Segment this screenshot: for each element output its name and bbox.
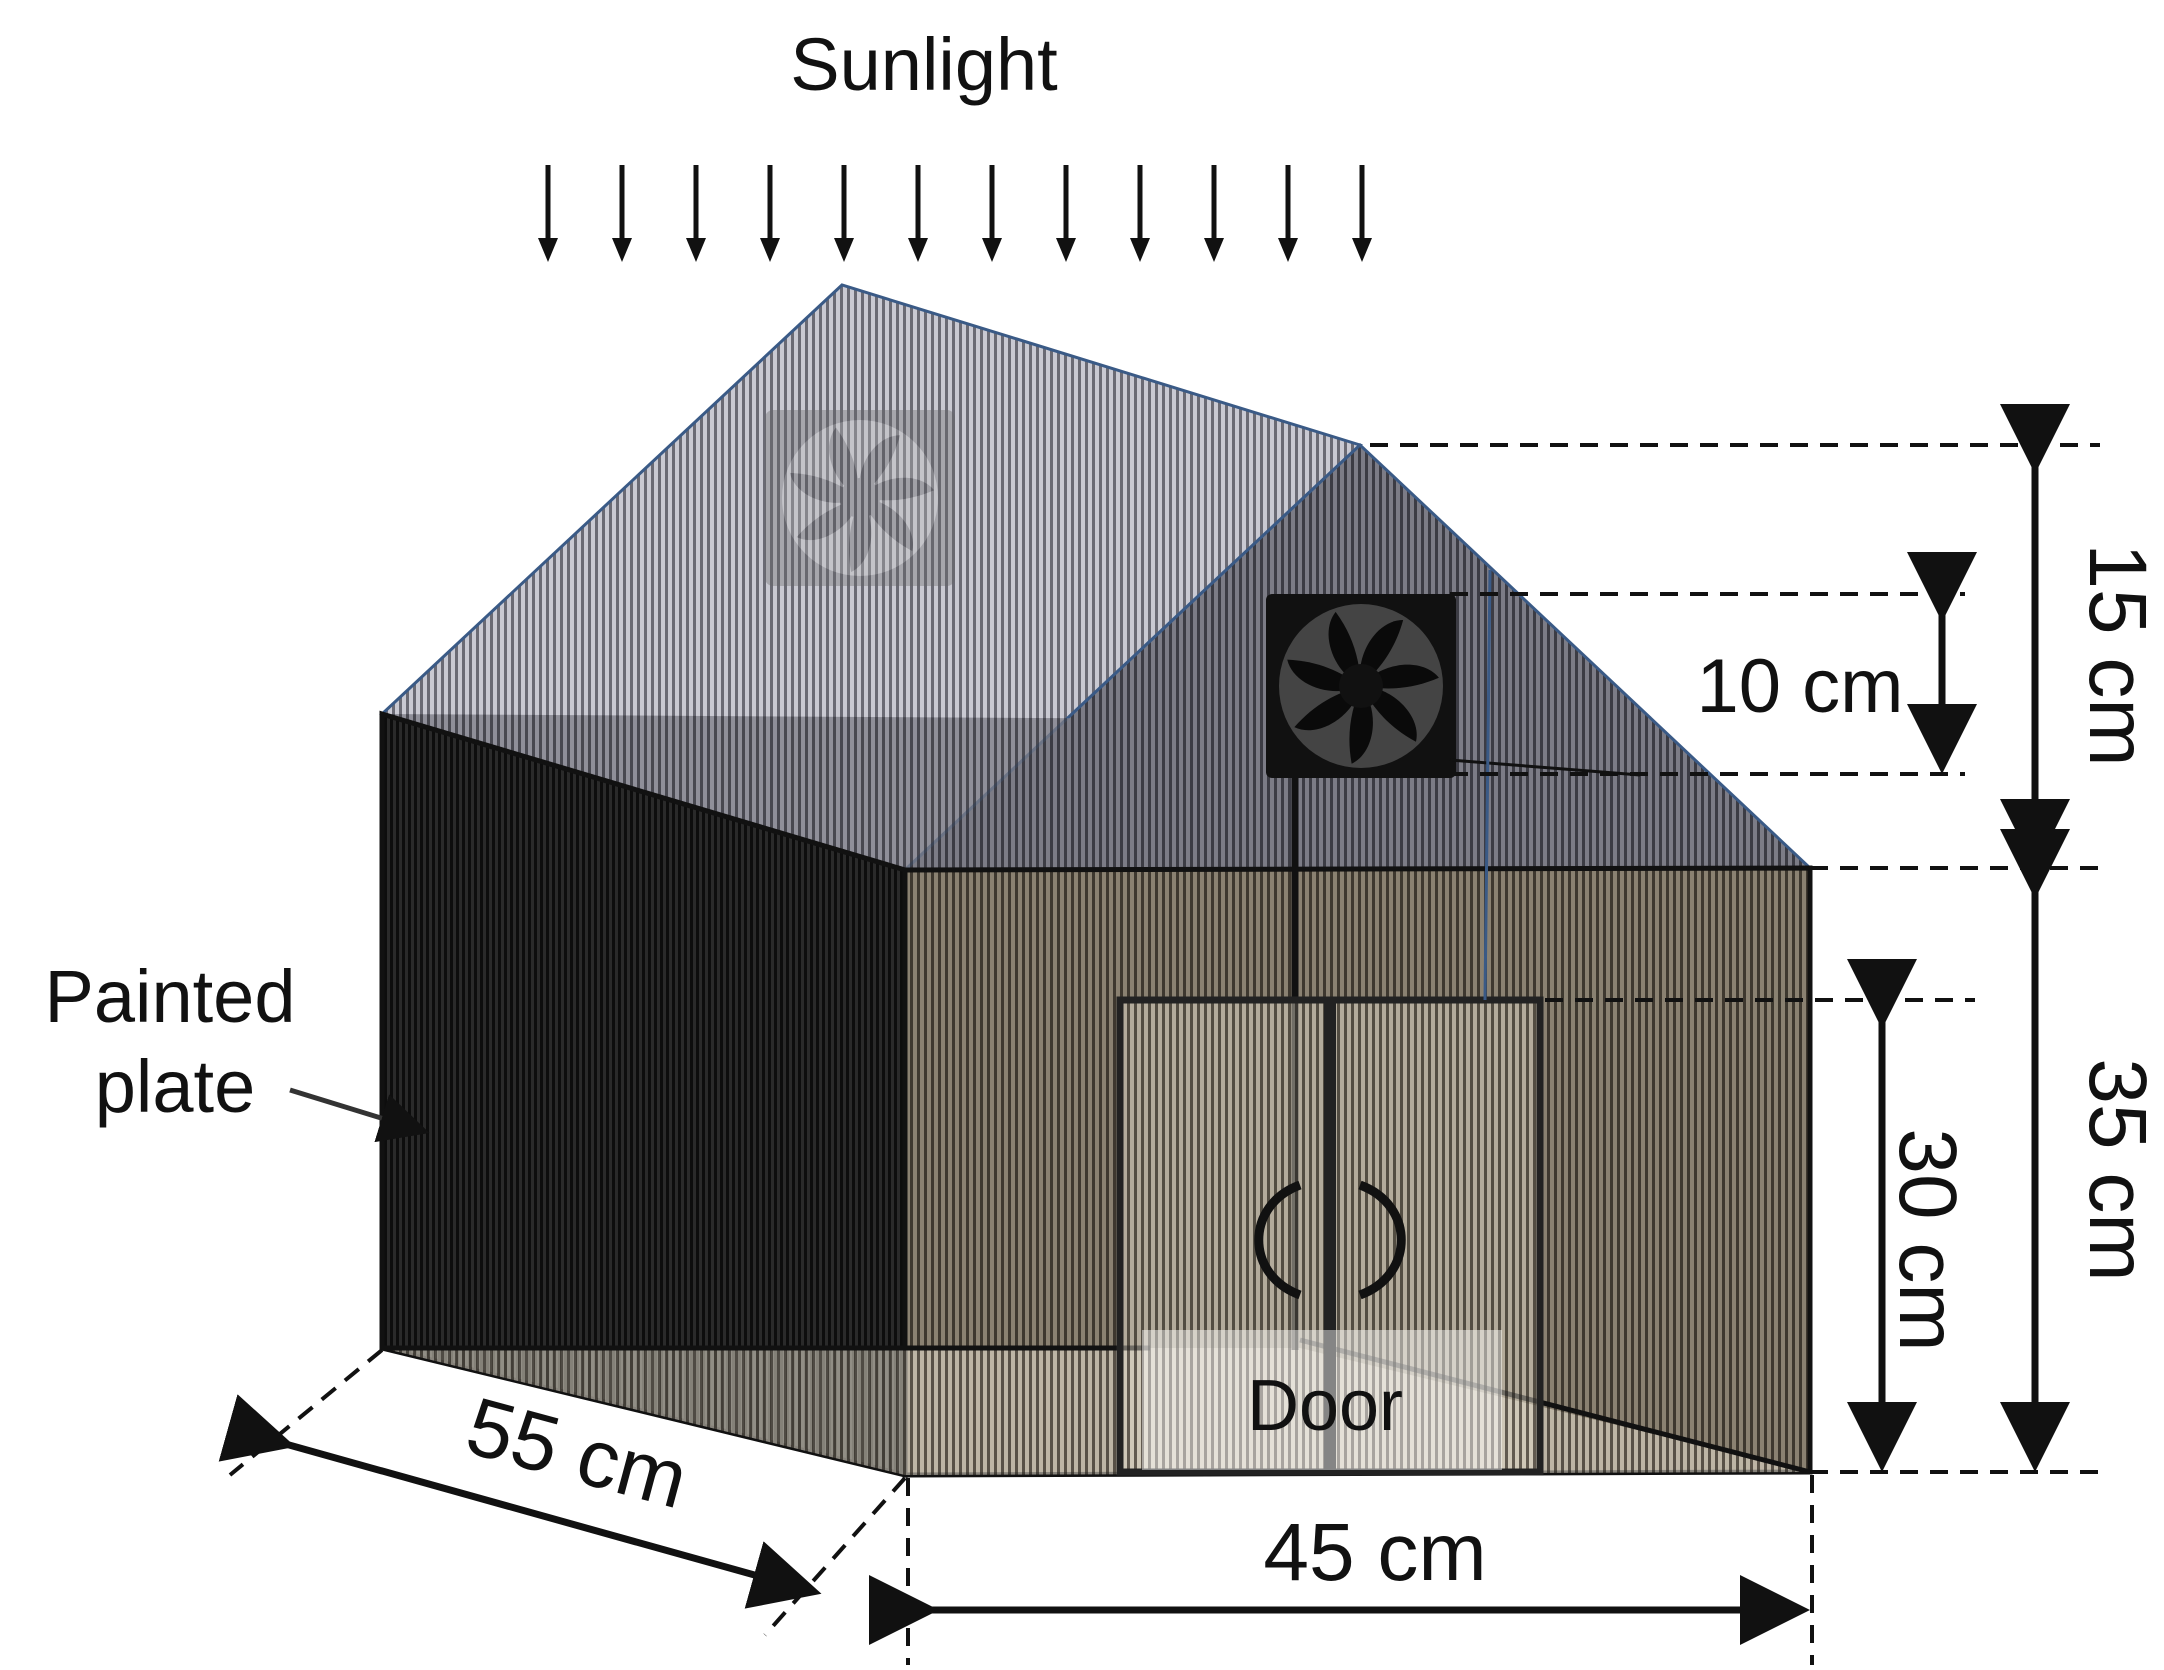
fan-blade (829, 427, 860, 498)
wall-height-label: 35 cm (2072, 1058, 2163, 1281)
width-label: 45 cm (1263, 1507, 1486, 1598)
fan-icon (765, 410, 955, 586)
fan-blade (860, 477, 935, 501)
painted-plate-pointer (289, 1087, 430, 1143)
painted-plate-label: plate (95, 1045, 255, 1128)
fan-blade (849, 498, 872, 572)
fan-blade (860, 498, 913, 552)
fan-blade (796, 498, 860, 541)
down-arrow-head (760, 238, 780, 262)
down-arrow-head (982, 238, 1002, 262)
roof-height-label: 15 cm (2072, 543, 2163, 766)
down-arrow-head (1278, 238, 1298, 262)
fan-blade (858, 435, 901, 498)
sunlight-arrows (538, 165, 1372, 262)
fan-blade (789, 472, 860, 503)
down-arrow-head (612, 238, 632, 262)
door (1116, 996, 1544, 1476)
fan-icon (1266, 594, 1456, 778)
down-arrow-head (1204, 238, 1224, 262)
door-handle-icon (1254, 1180, 1406, 1300)
down-arrow-head (538, 238, 558, 262)
door-height-label: 30 cm (1882, 1128, 1973, 1351)
down-arrow-head (908, 238, 928, 262)
painted-plate-label: Painted (45, 955, 296, 1038)
down-arrow-head (1130, 238, 1150, 262)
down-arrow-head (834, 238, 854, 262)
down-arrow-head (1056, 238, 1076, 262)
down-arrow-head (1352, 238, 1372, 262)
sunlight-label: Sunlight (790, 23, 1058, 106)
fan-size-label: 10 cm (1697, 644, 1904, 729)
down-arrow-head (686, 238, 706, 262)
door-label: Door (1247, 1366, 1403, 1446)
